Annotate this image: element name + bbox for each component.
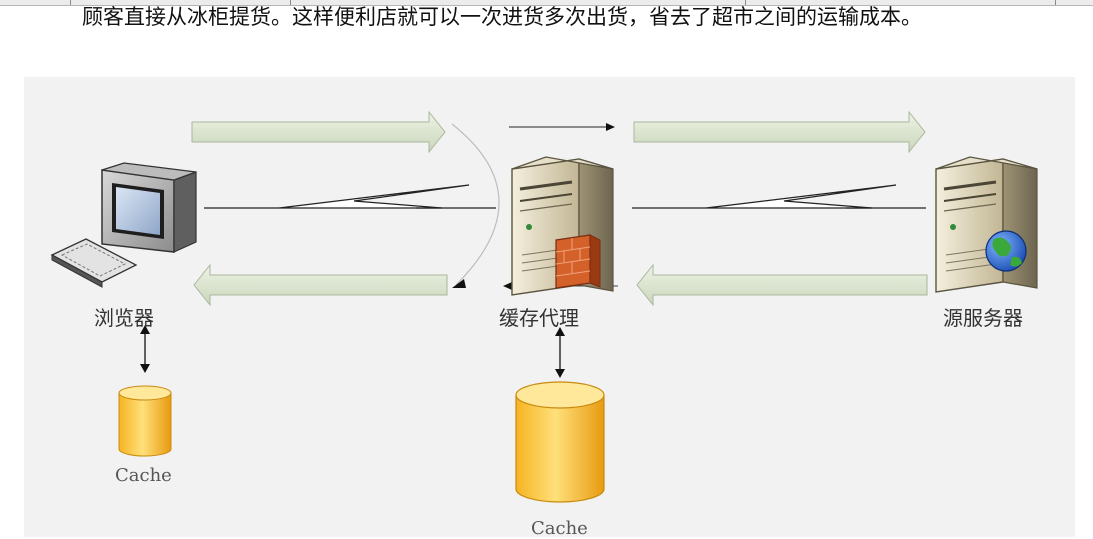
- proxy-server-icon: [511, 156, 614, 296]
- origin-server-icon: [935, 156, 1038, 293]
- browser-cache-cylinder-icon: [118, 385, 172, 457]
- network-link-browser-proxy: [204, 184, 496, 209]
- request-arc: [451, 123, 500, 286]
- flow-arrow-browser-to-proxy: [191, 110, 446, 154]
- intro-text: 顾客直接从冰柜提货。这样便利店就可以一次进货多次出货，省去了超市之间的运输成本。: [82, 5, 922, 29]
- browser-cache-label: Cache: [115, 465, 172, 486]
- browser-label: 浏览器: [94, 306, 154, 330]
- origin-label: 源服务器: [943, 306, 1023, 330]
- flow-arrow-origin-to-proxy: [636, 263, 928, 307]
- network-link-proxy-origin: [632, 184, 926, 209]
- computer-icon: [50, 162, 197, 288]
- firewall-icon: [555, 234, 601, 289]
- top-strip: [0, 0, 1093, 6]
- arc-arrow-head: [452, 279, 466, 288]
- browser-cache-link-arrow: [140, 325, 150, 373]
- proxy-cache-cylinder-icon: [515, 381, 605, 503]
- flow-arrow-proxy-to-browser: [193, 263, 448, 307]
- proxy-label: 缓存代理: [499, 306, 579, 330]
- proxy-cache-link-arrow: [555, 327, 565, 378]
- globe-icon: [985, 230, 1027, 272]
- flow-arrow-proxy-to-origin: [633, 110, 926, 154]
- proxy-cache-label: Cache: [531, 518, 588, 539]
- diagram-canvas: [50, 110, 1038, 503]
- diagram-panel: 浏览器 缓存代理 源服务器 Cache Cache: [24, 77, 1075, 539]
